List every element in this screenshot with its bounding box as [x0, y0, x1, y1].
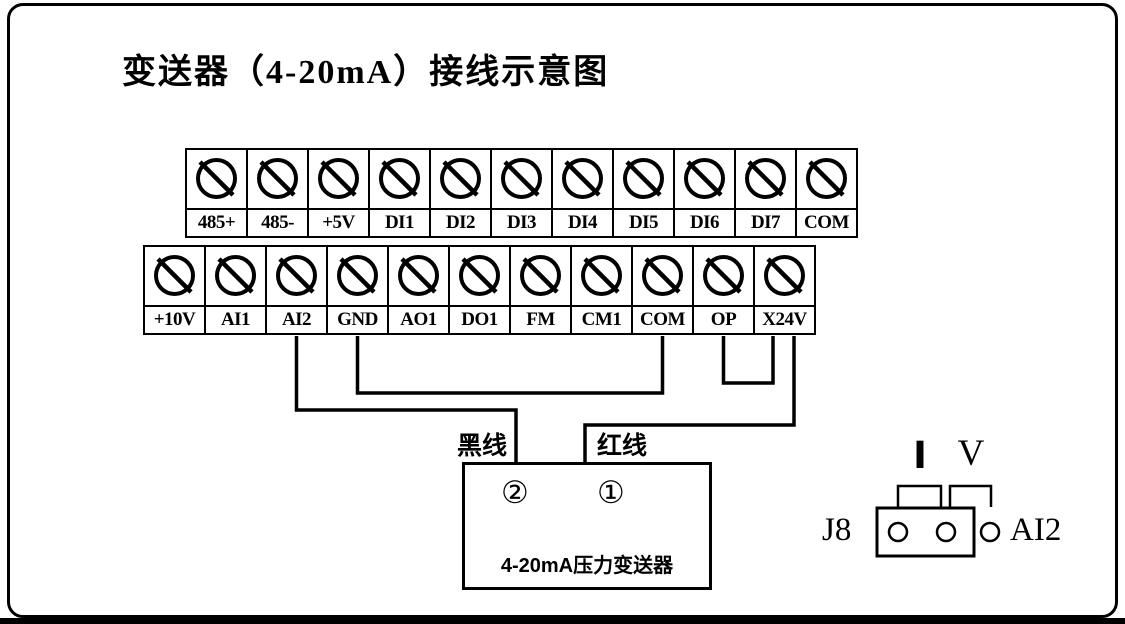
terminal-label: CM1	[581, 309, 622, 330]
terminal-label: GND	[337, 309, 378, 330]
terminal-cell: +10V	[143, 245, 206, 335]
terminal-cell: DI6	[673, 148, 736, 238]
transmitter-terminal-2: ②	[501, 475, 529, 510]
terminal-label: FM	[526, 309, 555, 330]
terminal-cell: GND	[326, 245, 389, 335]
transmitter-name: 4-20mA压力变送器	[500, 555, 674, 577]
terminal-cell: 485-	[246, 148, 309, 238]
screw-terminal-icon	[614, 150, 673, 210]
terminal-cell: AO1	[387, 245, 450, 335]
screw-terminal-icon	[755, 247, 814, 307]
terminal-label: DI4	[567, 212, 598, 233]
terminal-cell: DI4	[551, 148, 614, 238]
diagram-border	[7, 3, 1118, 618]
terminal-label: COM	[640, 309, 685, 330]
op-x24v-jumper-wire	[721, 336, 775, 385]
terminal-label: DO1	[461, 309, 498, 330]
terminal-label: X24V	[762, 309, 807, 330]
red-wire	[583, 336, 796, 464]
screw-terminal-icon	[145, 247, 204, 307]
screw-terminal-icon	[389, 247, 448, 307]
terminal-label: DI5	[628, 212, 659, 233]
terminal-cell: COM	[631, 245, 694, 335]
screw-terminal-icon	[431, 150, 490, 210]
voltage-jumper-bracket	[948, 484, 993, 507]
screw-terminal-icon	[553, 150, 612, 210]
screw-terminal-icon	[694, 247, 753, 307]
screw-terminal-icon	[675, 150, 734, 210]
screw-terminal-icon	[797, 150, 856, 210]
terminal-label: +10V	[153, 309, 196, 330]
screw-terminal-icon	[511, 247, 570, 307]
gnd-com-jumper-wire	[355, 336, 665, 395]
terminal-cell: CM1	[570, 245, 633, 335]
terminal-label: OP	[710, 309, 737, 330]
terminal-cell: +5V	[307, 148, 370, 238]
bottom-edge	[0, 618, 1125, 624]
terminal-cell: DI2	[429, 148, 492, 238]
terminal-cell: DI5	[612, 148, 675, 238]
red-wire-label: 红线	[596, 432, 647, 460]
terminal-cell: OP	[692, 245, 755, 335]
terminal-label: AI2	[281, 309, 312, 330]
current-mode-label: I	[913, 434, 927, 477]
screw-terminal-icon	[206, 247, 265, 307]
terminal-label: DI3	[506, 212, 537, 233]
terminal-cell: COM	[795, 148, 858, 238]
terminal-label: DI7	[750, 212, 781, 233]
terminal-cell: DI3	[490, 148, 553, 238]
terminal-label: 485-	[261, 212, 294, 233]
terminal-row-bottom: +10V AI1 AI2 GND AO1 DO1 FM CM1 COM OP X24V	[143, 245, 816, 335]
terminal-cell: FM	[509, 245, 572, 335]
terminal-cell: 485+	[185, 148, 248, 238]
voltage-mode-label: V	[957, 433, 985, 474]
screw-terminal-icon	[187, 150, 246, 210]
black-wire	[294, 336, 518, 464]
screw-terminal-icon	[736, 150, 795, 210]
j8-pin-3	[979, 521, 1001, 543]
terminal-cell: AI2	[265, 245, 328, 335]
screw-terminal-icon	[450, 247, 509, 307]
terminal-row-top: 485+ 485- +5V DI1 DI2 DI3 DI4 DI5 DI6 DI7 COM	[185, 148, 858, 238]
terminal-cell: DO1	[448, 245, 511, 335]
terminal-label: COM	[804, 212, 849, 233]
terminal-label: +5V	[322, 212, 355, 233]
terminal-label: 485+	[197, 212, 236, 233]
terminal-cell: DI7	[734, 148, 797, 238]
terminal-label: AI1	[220, 309, 251, 330]
screw-terminal-icon	[492, 150, 551, 210]
screw-terminal-icon	[248, 150, 307, 210]
diagram-title: 变送器（4-20mA）接线示意图	[122, 54, 610, 91]
terminal-label: DI2	[445, 212, 476, 233]
screw-terminal-icon	[328, 247, 387, 307]
terminal-cell: DI1	[368, 148, 431, 238]
terminal-label: AO1	[400, 309, 437, 330]
j8-signal-label: AI2	[1010, 512, 1062, 548]
screw-terminal-icon	[267, 247, 326, 307]
screw-terminal-icon	[370, 150, 429, 210]
j8-connector-label: J8	[822, 512, 852, 548]
screw-terminal-icon	[309, 150, 368, 210]
terminal-cell: AI1	[204, 245, 267, 335]
screw-terminal-icon	[633, 247, 692, 307]
terminal-cell: X24V	[753, 245, 816, 335]
pressure-transmitter-box: ② ① 4-20mA压力变送器	[462, 462, 712, 590]
terminal-label: DI1	[384, 212, 415, 233]
current-jumper-bracket	[896, 484, 943, 507]
terminal-label: DI6	[689, 212, 720, 233]
screw-terminal-icon	[572, 247, 631, 307]
j8-pin-2	[935, 521, 957, 543]
transmitter-terminal-1: ①	[597, 475, 625, 510]
j8-pin-1	[887, 521, 909, 543]
black-wire-label: 黑线	[456, 432, 507, 460]
